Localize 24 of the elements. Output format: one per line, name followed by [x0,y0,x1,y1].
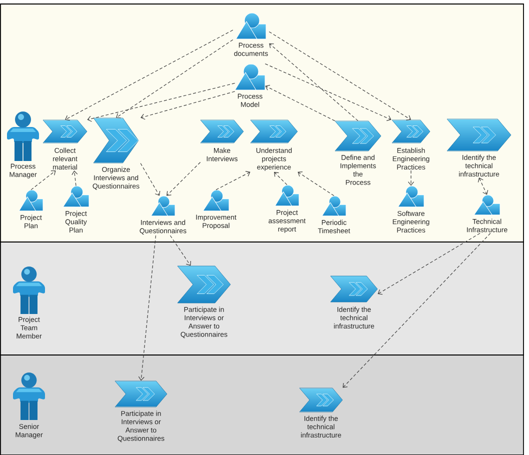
dashed-arrow [87,82,236,122]
dashed-arrow [378,232,480,295]
dashed-arrow [264,64,392,121]
dashed-arrow [138,235,156,381]
dashed-arrow [269,43,358,122]
swimlane [0,4,524,242]
dashed-arrow [408,170,414,186]
dashed-arrow [140,162,160,196]
dashed-arrow [166,162,201,196]
dashed-arrow [265,84,336,122]
dashed-arrow [30,170,56,190]
dashed-arrow [140,91,236,120]
swimlane [0,242,524,356]
dashed-arrow [216,171,250,190]
swimlane [0,354,524,455]
dashed-arrow [342,232,491,388]
dashed-arrow [170,235,192,266]
dashed-arrow [65,30,234,121]
dashed-arrow [72,170,78,186]
double-headed-arrow [478,178,488,195]
dashed-arrow [116,39,234,118]
dashed-arrow [298,172,334,196]
dashed-arrow [274,172,288,186]
dashed-arrow [268,31,411,120]
